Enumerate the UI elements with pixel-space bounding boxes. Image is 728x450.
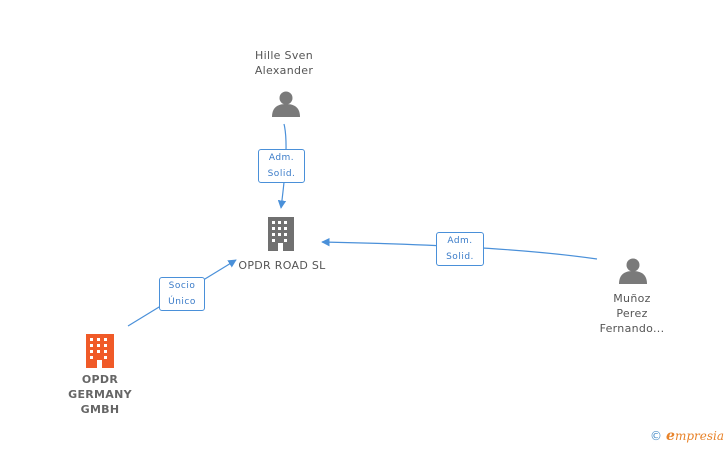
brand-name: mpresia: [674, 429, 724, 443]
person-name-line: Hille Sven: [255, 49, 313, 62]
company-name-opdr-germany[interactable]: OPDR GERMANY GMBH: [52, 372, 148, 417]
person-name-line: Alexander: [254, 64, 314, 77]
relation-badge-right[interactable]: Adm. Solid.: [436, 232, 484, 266]
relation-badge-left[interactable]: Socio Único: [159, 277, 205, 311]
relation-label-line: Adm.: [268, 153, 295, 163]
person-name-hille-sven[interactable]: Hille Sven Alexander: [232, 48, 336, 78]
person-name-line: Fernando...: [599, 322, 665, 335]
brand-initial: e: [666, 428, 675, 444]
building-icon[interactable]: [268, 217, 294, 251]
relation-label-line: Solid.: [267, 169, 296, 179]
person-icon[interactable]: [619, 258, 647, 285]
building-icon[interactable]: [86, 334, 114, 368]
company-name-line: GMBH: [80, 403, 120, 416]
relation-label-line: Único: [168, 297, 196, 307]
person-name-line: Perez: [616, 307, 648, 320]
relation-badge-top[interactable]: Adm. Solid.: [258, 149, 305, 183]
company-name-opdr-road[interactable]: OPDR ROAD SL: [222, 258, 342, 273]
relation-label-line: Solid.: [446, 252, 474, 262]
relation-label-line: Adm.: [447, 236, 473, 246]
copyright-icon: ©: [650, 429, 663, 443]
company-name-line: OPDR ROAD SL: [238, 259, 326, 272]
person-icon[interactable]: [272, 91, 300, 118]
relation-label-line: Socio: [168, 281, 196, 291]
person-name-line: Muñoz: [613, 292, 651, 305]
company-name-line: OPDR: [81, 373, 119, 386]
company-name-line: GERMANY: [68, 388, 132, 401]
person-name-munoz-perez[interactable]: Muñoz Perez Fernando...: [580, 291, 684, 336]
empresia-logo: ©empresia: [650, 428, 724, 444]
